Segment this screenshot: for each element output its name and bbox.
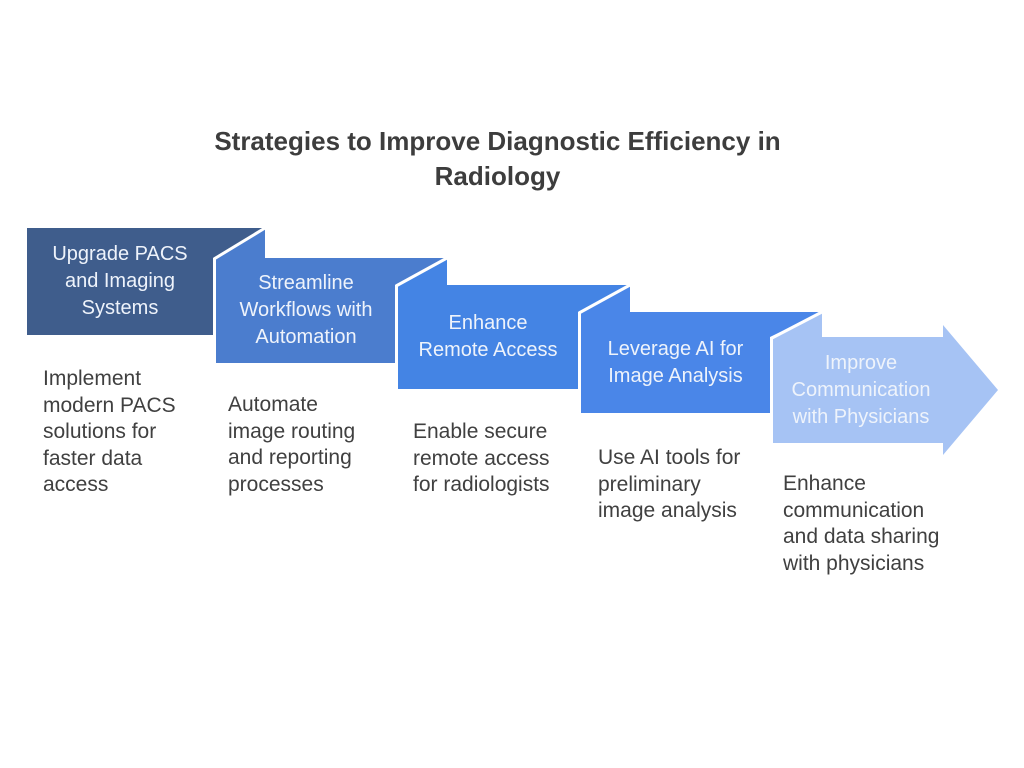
- step-5-arrow-shape: [773, 325, 998, 455]
- step-3-description: Enable secure remote access for radiolog…: [413, 420, 550, 496]
- step-1-label: Upgrade PACS and Imaging Systems: [52, 243, 188, 319]
- diagram-title: Strategies to Improve Diagnostic Efficie…: [214, 126, 781, 191]
- fold-gap-line-4: [771, 310, 823, 340]
- step-2-description: Automate image routing and reporting pro…: [228, 393, 356, 496]
- step-2-label: Streamline Workflows with Automation: [239, 272, 373, 348]
- step-1-description: Implement modern PACS solutions for fast…: [43, 367, 176, 496]
- fold-gap-line-1: [213, 226, 266, 261]
- step-4-shape: [581, 312, 770, 413]
- step-1-shape: [27, 228, 213, 335]
- fold-gap-line-2: [395, 256, 448, 288]
- step-3-shape: [398, 285, 578, 389]
- step-5-description: Enhance communication and data sharing w…: [783, 472, 940, 575]
- fold-gap-line-3: [578, 283, 631, 315]
- step-3-label: Enhance Remote Access: [418, 312, 558, 361]
- step-2-shape: [216, 258, 395, 363]
- step-4-description: Use AI tools for preliminary image analy…: [598, 446, 741, 522]
- step-4-label: Leverage AI for Image Analysis: [607, 337, 744, 387]
- step-5-label: Improve Communication with Physicians: [791, 351, 931, 428]
